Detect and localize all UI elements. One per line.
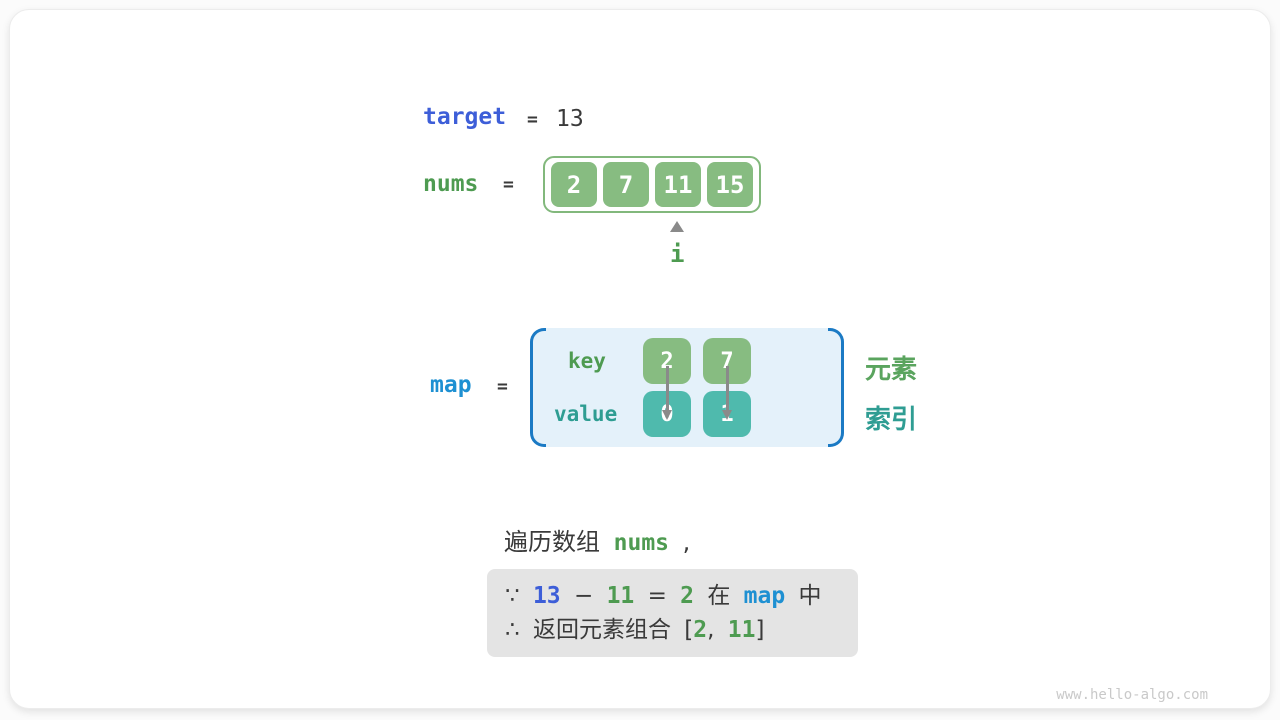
map-variable-label: map bbox=[430, 372, 472, 398]
array-cell: 15 bbox=[707, 162, 753, 207]
complement-number: 2 bbox=[680, 583, 695, 609]
map-value-row-label: value bbox=[554, 402, 618, 426]
equals-sign: = bbox=[647, 583, 667, 609]
array-cell: 11 bbox=[655, 162, 701, 207]
hash-map-box: key value 2 7 0 1 bbox=[530, 328, 844, 447]
map-equals-sign: = bbox=[497, 376, 508, 397]
target-variable-label: target bbox=[423, 104, 507, 130]
target-equals-sign: = bbox=[527, 109, 538, 130]
target-number: 13 bbox=[532, 583, 561, 609]
map-right-bracket bbox=[828, 328, 844, 447]
reasoning-note-box: ∵ 13 − 11 = 2 在 map 中 ∴ 返回元素组合 [2, 11] bbox=[487, 569, 858, 657]
left-bracket: [ bbox=[684, 617, 694, 643]
key-to-value-arrow-icon bbox=[722, 366, 733, 422]
element-side-label: 元素 bbox=[865, 355, 918, 385]
index-pointer-arrow-icon bbox=[670, 221, 684, 232]
map-keyword: map bbox=[743, 583, 786, 609]
caption-nums-code: nums bbox=[613, 530, 670, 556]
because-symbol: ∵ bbox=[505, 583, 520, 609]
minus-sign: − bbox=[573, 583, 594, 609]
in-prefix-text: 在 bbox=[707, 583, 731, 609]
note-line-1: ∵ 13 − 11 = 2 在 map 中 bbox=[505, 579, 858, 613]
nums-variable-label: nums bbox=[423, 171, 479, 197]
website-watermark: www.hello-algo.com bbox=[1056, 687, 1208, 703]
right-bracket: ] bbox=[755, 617, 765, 643]
caption-prefix: 遍历数组 bbox=[504, 528, 600, 556]
result-first-number: 2 bbox=[693, 617, 708, 643]
result-comma: , bbox=[707, 617, 715, 643]
array-cell: 2 bbox=[551, 162, 597, 207]
current-number: 11 bbox=[606, 583, 635, 609]
index-side-label: 索引 bbox=[865, 405, 918, 435]
in-suffix-text: 中 bbox=[798, 583, 822, 609]
note-line-2: ∴ 返回元素组合 [2, 11] bbox=[505, 613, 858, 647]
index-pointer-label: i bbox=[670, 240, 685, 268]
result-second-number: 11 bbox=[727, 617, 756, 643]
map-left-bracket bbox=[530, 328, 546, 447]
therefore-symbol: ∴ bbox=[505, 617, 520, 643]
traverse-caption: 遍历数组 nums , bbox=[504, 522, 690, 557]
map-key-row-label: key bbox=[568, 349, 606, 373]
diagram-card: target = 13 nums = 2 7 11 15 i map = key… bbox=[9, 9, 1271, 709]
return-text: 返回元素组合 bbox=[532, 617, 671, 643]
key-to-value-arrow-icon bbox=[662, 366, 673, 422]
caption-comma: , bbox=[682, 528, 691, 556]
array-cell: 7 bbox=[603, 162, 649, 207]
target-value: 13 bbox=[556, 106, 584, 132]
nums-array: 2 7 11 15 bbox=[543, 156, 761, 213]
nums-equals-sign: = bbox=[503, 174, 514, 195]
